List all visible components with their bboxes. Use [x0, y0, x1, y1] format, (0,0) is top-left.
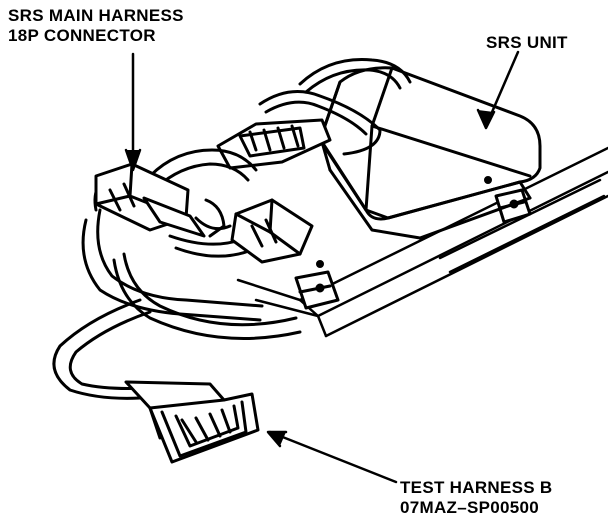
- center-harness-connector: [230, 198, 314, 264]
- harness-wires: [52, 58, 412, 400]
- srs-main-harness-connector-label: SRS MAIN HARNESS 18P CONNECTOR: [8, 6, 184, 46]
- leader-lines: [124, 50, 520, 484]
- srs-unit-body: [316, 66, 542, 268]
- test-harness-b-label: TEST HARNESS B 07MAZ–SP00500: [400, 478, 553, 518]
- test-harness-b-connector: [124, 380, 260, 464]
- srs-main-harness-text: SRS MAIN HARNESS: [8, 6, 184, 25]
- part-number-text: 07MAZ–SP00500: [400, 498, 540, 517]
- 18p-connector-text: 18P CONNECTOR: [8, 26, 156, 45]
- srs-main-harness-18p-connector: [94, 162, 226, 238]
- srs-unit-label: SRS UNIT: [486, 33, 568, 52]
- test-harness-b-text: TEST HARNESS B: [400, 478, 553, 497]
